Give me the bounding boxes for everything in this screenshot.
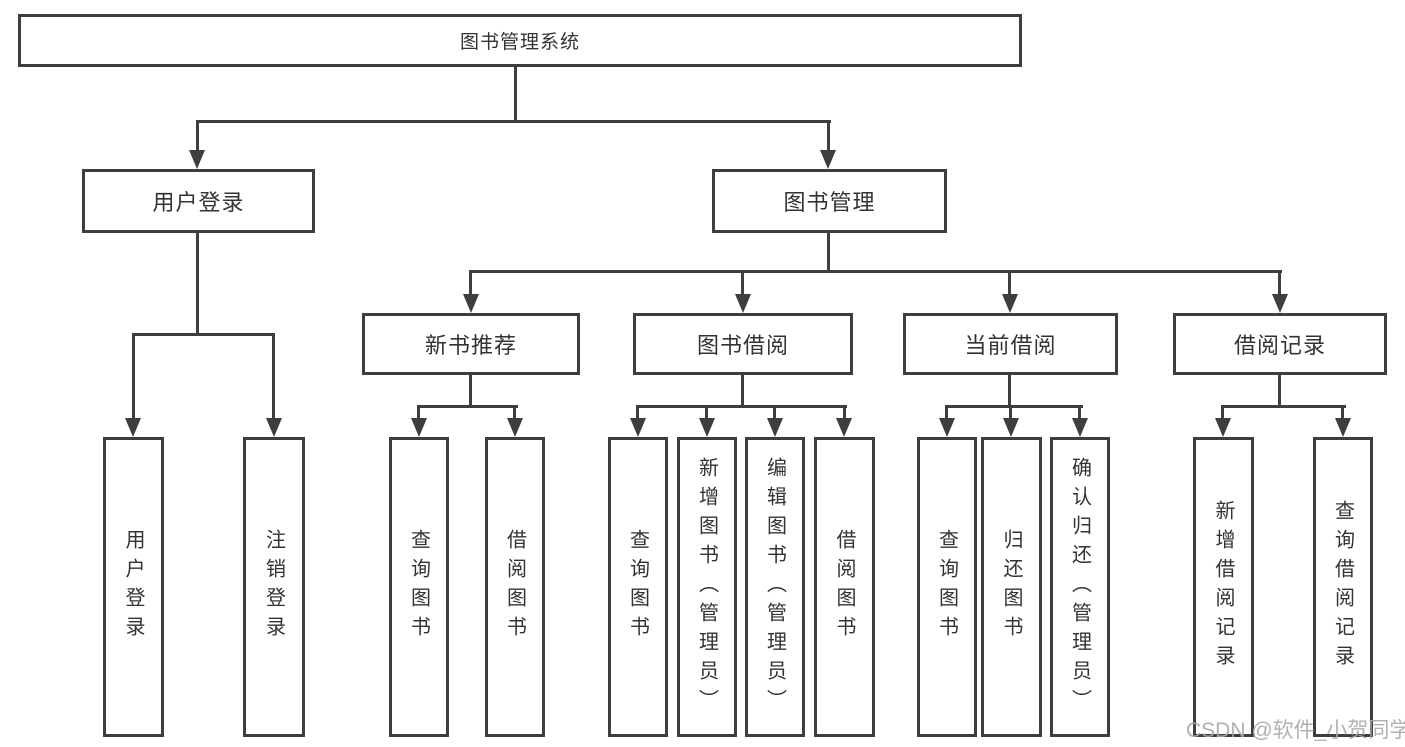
leaf-logout: 注销登录 xyxy=(243,437,305,737)
connector-leaf xyxy=(636,405,639,420)
node-new-book-recommend-label: 新书推荐 xyxy=(424,333,517,358)
arrowhead xyxy=(507,418,523,437)
leaf-user-login: 用户登录 xyxy=(103,437,164,737)
node-book-management-label: 图书管理 xyxy=(783,190,876,215)
leaf-current-return-book-label: 归还图书 xyxy=(1000,529,1022,645)
leaf-current-confirm-return-label: 确认归还（管理员） xyxy=(1068,456,1091,718)
leaf-records-query-record: 查询借阅记录 xyxy=(1313,437,1373,737)
connector-leaf xyxy=(417,405,420,420)
leaf-logout-label: 注销登录 xyxy=(262,529,285,645)
node-current-borrow: 当前借阅 xyxy=(903,313,1118,375)
leaf-current-confirm-return: 确认归还（管理员） xyxy=(1050,437,1110,737)
connector-leaf xyxy=(945,405,948,420)
connector-to-current-borrow xyxy=(1008,270,1011,296)
connector-leaf xyxy=(513,405,516,420)
arrowhead xyxy=(1272,294,1288,313)
arrowhead xyxy=(735,294,751,313)
connector-leaf xyxy=(1078,405,1081,420)
leaf-borrow-edit-book: 编辑图书（管理员） xyxy=(745,437,805,737)
connector-leaf xyxy=(705,405,708,420)
arrowhead xyxy=(836,418,852,437)
arrowhead xyxy=(939,418,955,437)
leaf-user-login-label: 用户登录 xyxy=(122,529,144,645)
connector-to-leaf-logout xyxy=(272,333,275,419)
connector-book-borrow-stem xyxy=(741,373,744,407)
arrowhead xyxy=(125,418,141,437)
connector-book-borrow-distributor xyxy=(636,405,847,408)
node-new-book-recommend: 新书推荐 xyxy=(362,313,580,375)
arrowhead xyxy=(1335,418,1351,437)
arrowhead xyxy=(1072,418,1088,437)
leaf-current-query-book: 查询图书 xyxy=(917,437,977,737)
node-book-borrow-label: 图书借阅 xyxy=(696,333,789,358)
connector-root-distributor xyxy=(196,120,831,123)
connector-recommend-stem xyxy=(469,373,472,407)
connector-level3-distributor xyxy=(469,270,1282,273)
arrowhead xyxy=(189,150,205,169)
arrowhead xyxy=(1215,418,1231,437)
connector-book-management-stem xyxy=(827,231,830,272)
node-root-label: 图书管理系统 xyxy=(459,32,580,53)
connector-leaf xyxy=(1009,405,1012,420)
leaf-current-query-book-label: 查询图书 xyxy=(935,529,958,645)
leaf-borrow-borrow-book: 借阅图书 xyxy=(814,437,875,737)
arrowhead xyxy=(1002,294,1018,313)
node-borrow-records-label: 借阅记录 xyxy=(1233,333,1326,358)
node-borrow-records: 借阅记录 xyxy=(1173,313,1387,375)
connector-current-borrow-distributor xyxy=(945,405,1083,408)
connector-leaf xyxy=(1341,405,1344,420)
connector-user-login-stem xyxy=(196,231,199,335)
arrowhead xyxy=(767,418,783,437)
arrowhead xyxy=(820,150,836,169)
arrowhead xyxy=(699,418,715,437)
leaf-records-add-record: 新增借阅记录 xyxy=(1193,437,1254,737)
leaf-borrow-add-book-label: 新增图书（管理员） xyxy=(695,456,718,718)
node-book-borrow: 图书借阅 xyxy=(633,313,853,375)
leaf-recommend-borrow-book-label: 借阅图书 xyxy=(503,529,526,645)
connector-to-book-management xyxy=(827,120,830,151)
connector-to-borrow-records xyxy=(1278,270,1281,296)
leaf-recommend-borrow-book: 借阅图书 xyxy=(485,437,545,737)
connector-to-leaf-user-login xyxy=(132,333,135,419)
arrowhead xyxy=(630,418,646,437)
connector-leaf xyxy=(843,405,846,420)
node-current-borrow-label: 当前借阅 xyxy=(964,333,1057,358)
leaf-recommend-query-book-label: 查询图书 xyxy=(407,529,430,645)
connector-current-borrow-stem xyxy=(1008,373,1011,407)
connector-borrow-records-distributor xyxy=(1221,405,1346,408)
connector-recommend-distributor xyxy=(417,405,518,408)
leaf-borrow-edit-book-label: 编辑图书（管理员） xyxy=(763,456,786,718)
leaf-records-query-record-label: 查询借阅记录 xyxy=(1331,500,1354,674)
node-user-login-label: 用户登录 xyxy=(152,190,245,215)
arrowhead xyxy=(1003,418,1019,437)
connector-to-user-login xyxy=(196,120,199,151)
connector-borrow-records-stem xyxy=(1278,373,1281,407)
connector-user-login-distributor xyxy=(132,333,275,336)
leaf-borrow-borrow-book-label: 借阅图书 xyxy=(833,529,855,645)
node-root: 图书管理系统 xyxy=(18,14,1022,67)
arrowhead xyxy=(266,418,282,437)
node-user-login: 用户登录 xyxy=(82,169,315,233)
connector-leaf xyxy=(1221,405,1224,420)
connector-to-book-borrow xyxy=(741,270,744,296)
watermark: CSDN @软件_小贺同学 xyxy=(1186,719,1405,742)
connector-to-new-book-recommend xyxy=(469,270,472,296)
connector-leaf xyxy=(773,405,776,420)
leaf-borrow-add-book: 新增图书（管理员） xyxy=(677,437,737,737)
leaf-borrow-query-book-label: 查询图书 xyxy=(626,529,649,645)
node-book-management: 图书管理 xyxy=(712,169,947,233)
leaf-records-add-record-label: 新增借阅记录 xyxy=(1212,500,1234,674)
leaf-current-return-book: 归还图书 xyxy=(981,437,1042,737)
connector-root-stem xyxy=(514,66,517,122)
arrowhead xyxy=(463,294,479,313)
arrowhead xyxy=(411,418,427,437)
leaf-recommend-query-book: 查询图书 xyxy=(389,437,449,737)
leaf-borrow-query-book: 查询图书 xyxy=(608,437,668,737)
